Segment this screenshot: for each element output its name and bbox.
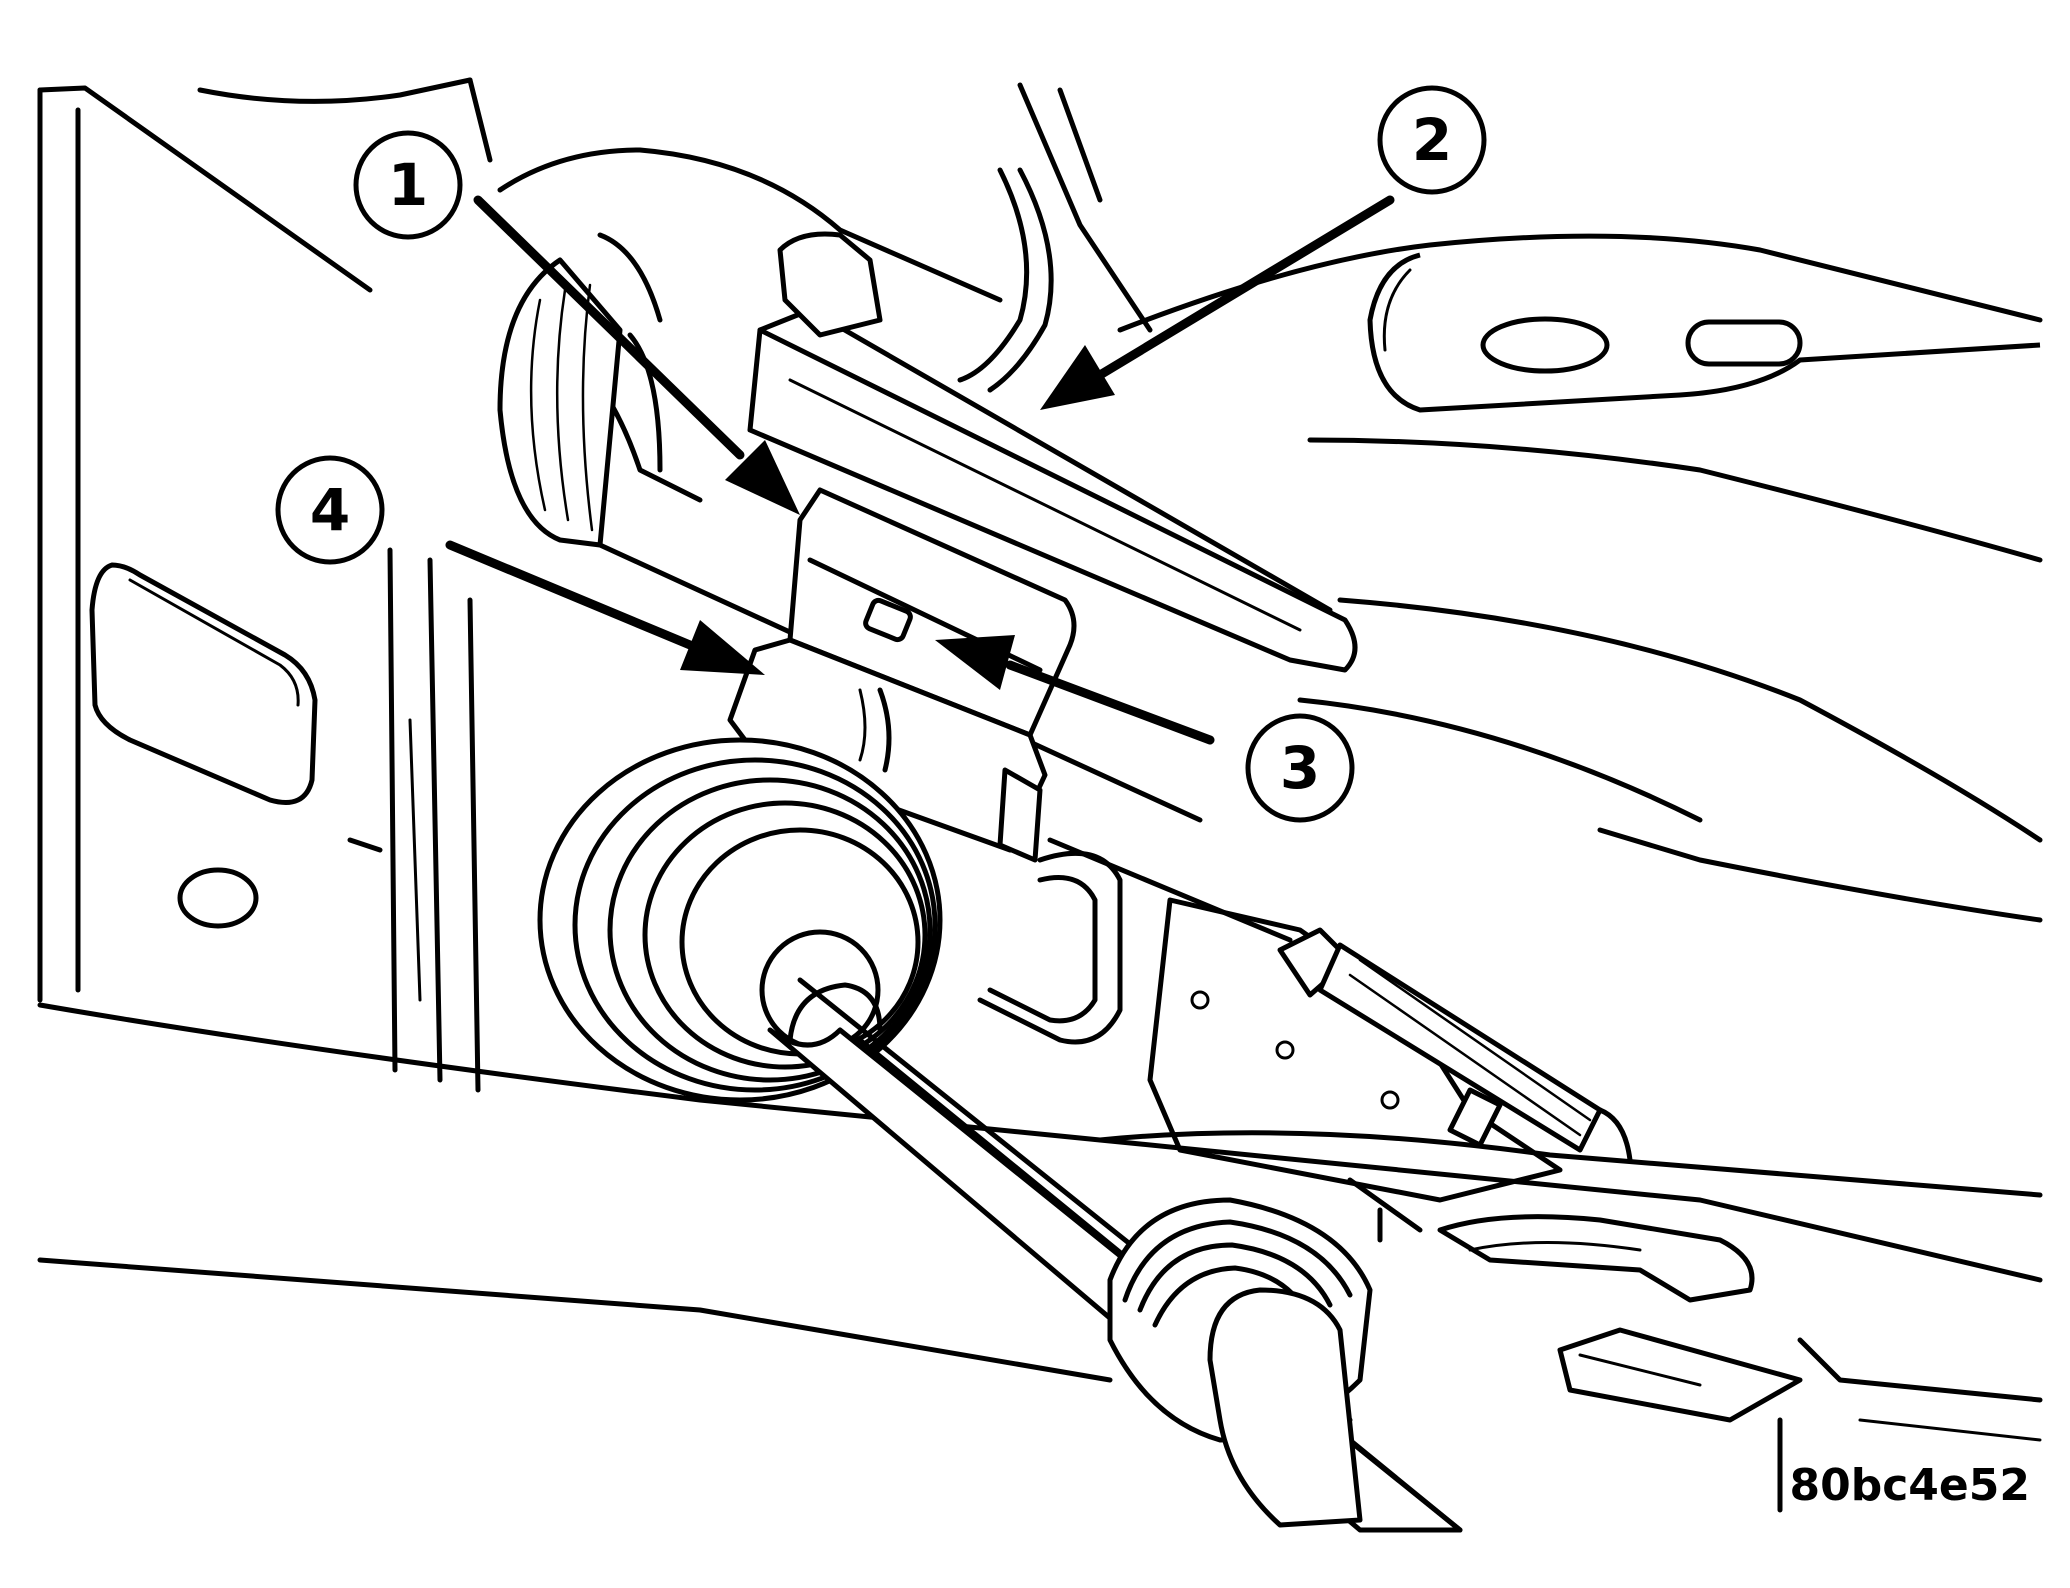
callout-3-label: 3 [1280, 734, 1320, 802]
callout-3: 3 [1245, 713, 1355, 823]
steering-boot-small [1107, 1197, 1373, 1528]
callout-1-label: 1 [388, 151, 428, 219]
leader-lines [445, 195, 1395, 745]
support-bracket [977, 837, 1633, 1203]
callout-1: 1 [353, 130, 463, 240]
callout-2: 2 [1377, 85, 1487, 195]
callout-4-label: 4 [310, 476, 350, 544]
callout-2-label: 2 [1412, 106, 1452, 174]
body-panel-left [37, 85, 481, 1093]
column-boot [497, 257, 663, 548]
figure-code: 80bc4e52 [1790, 1460, 2031, 1511]
callout-4: 4 [275, 455, 385, 565]
wire-harness-upper [777, 167, 1054, 393]
body-upper [197, 77, 2043, 923]
